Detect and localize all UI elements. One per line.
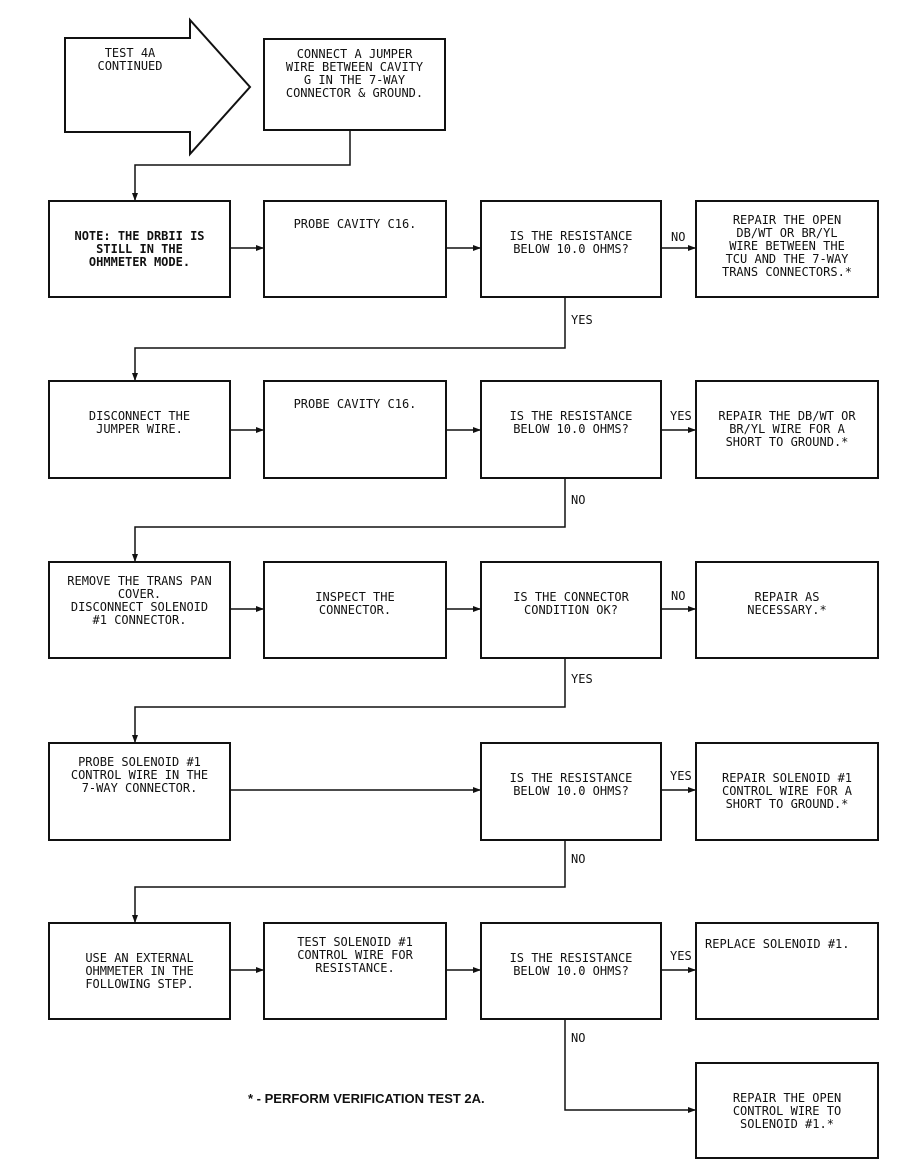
probe-solenoid-wire-box: PROBE SOLENOID #1 CONTROL WIRE IN THE 7-… [48, 742, 231, 841]
line-r6-r7 [564, 1019, 696, 1113]
probe-cavity-c16-box: PROBE CAVITY C16. [263, 200, 447, 298]
inspect-connector-box: INSPECT THE CONNECTOR. [263, 561, 447, 659]
use-external-ohmmeter-box: USE AN EXTERNAL OHMMETER IN THE FOLLOWIN… [48, 922, 231, 1020]
repair-short-box: REPAIR THE DB/WT OR BR/YL WIRE FOR A SHO… [695, 380, 879, 479]
test-solenoid-wire-box: TEST SOLENOID #1 CONTROL WIRE FOR RESIST… [263, 922, 447, 1020]
no-label: NO [671, 589, 686, 603]
repair-as-necessary-box: REPAIR AS NECESSARY.* [695, 561, 879, 659]
no-label: NO [571, 1031, 586, 1045]
resistance-question-box: IS THE RESISTANCE BELOW 10.0 OHMS? [480, 380, 662, 479]
repair-open-wire-box: REPAIR THE OPEN DB/WT OR BR/YL WIRE BETW… [695, 200, 879, 298]
line-r3-r4 [132, 479, 566, 562]
yes-label: YES [571, 672, 593, 686]
connector-condition-question-box: IS THE CONNECTOR CONDITION OK? [480, 561, 662, 659]
yes-label: YES [670, 409, 692, 423]
yes-label: YES [670, 769, 692, 783]
replace-solenoid-box: REPLACE SOLENOID #1. [695, 922, 879, 1020]
line-r5-r6 [132, 840, 566, 923]
line-r2-r3 [132, 297, 566, 381]
repair-solenoid-short-box: REPAIR SOLENOID #1 CONTROL WIRE FOR A SH… [695, 742, 879, 841]
remove-pan-cover-box: REMOVE THE TRANS PAN COVER. DISCONNECT S… [48, 561, 231, 659]
yes-label: YES [571, 313, 593, 327]
yes-label: YES [670, 949, 692, 963]
disconnect-jumper-box: DISCONNECT THE JUMPER WIRE. [48, 380, 231, 479]
line-r1-r2 [132, 130, 351, 201]
probe-cavity-c16-box: PROBE CAVITY C16. [263, 380, 447, 479]
no-label: NO [671, 230, 686, 244]
start-arrow-shape [64, 17, 252, 157]
resistance-question-box: IS THE RESISTANCE BELOW 10.0 OHMS? [480, 922, 662, 1020]
no-label: NO [571, 852, 586, 866]
line-r4-r5 [132, 659, 566, 743]
note-ohmmeter-box: NOTE: THE DRBII IS STILL IN THE OHMMETER… [48, 200, 231, 298]
start-label: TEST 4A CONTINUED [97, 46, 163, 73]
no-label: NO [571, 493, 586, 507]
footnote: * - PERFORM VERIFICATION TEST 2A. [248, 1091, 485, 1106]
resistance-question-box: IS THE RESISTANCE BELOW 10.0 OHMS? [480, 742, 662, 841]
resistance-question-box: IS THE RESISTANCE BELOW 10.0 OHMS? [480, 200, 662, 298]
repair-open-control-wire-box: REPAIR THE OPEN CONTROL WIRE TO SOLENOID… [695, 1062, 879, 1159]
connect-jumper-box: CONNECT A JUMPER WIRE BETWEEN CAVITY G I… [263, 38, 446, 131]
